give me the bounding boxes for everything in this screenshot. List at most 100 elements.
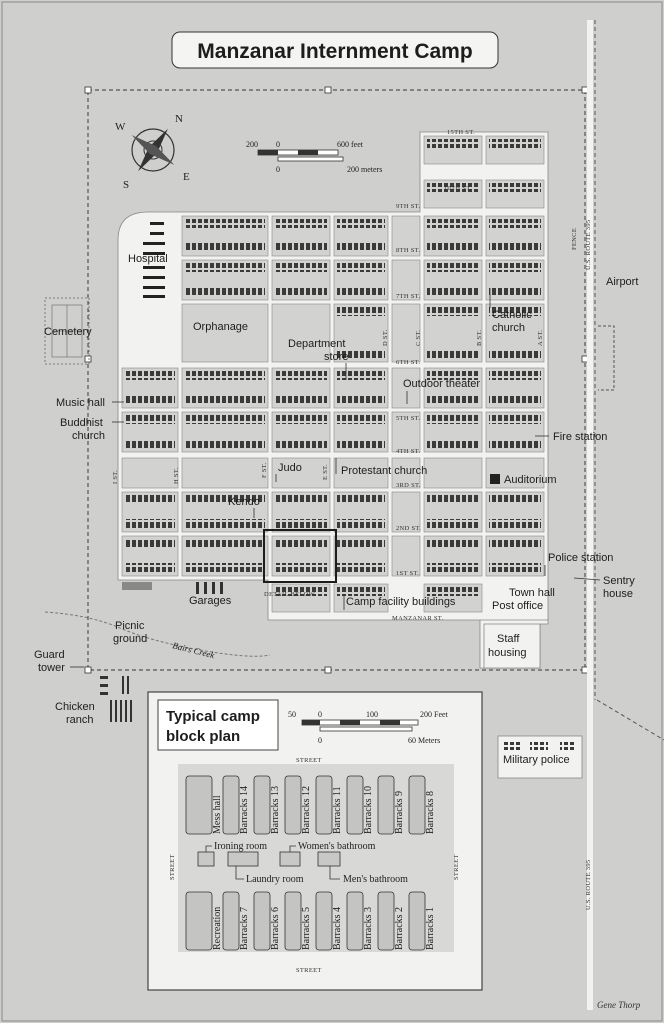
label-cemetery: Cemetery (44, 326, 92, 338)
street-labels: 15TH ST. 10TH ST. 9TH ST. 8TH ST. 7TH ST… (112, 129, 592, 910)
camp-block (391, 457, 421, 489)
inset-building-label: Barracks 6 (270, 907, 281, 950)
inset-building-label: Barracks 5 (301, 907, 312, 950)
bairs-creek-line (44, 611, 271, 657)
label-picnic-1: Picnic (115, 620, 145, 632)
label-chicken-1: Chicken (55, 701, 95, 713)
barracks-row (185, 219, 265, 228)
label-staff-2: housing (488, 647, 527, 659)
airport-outline (598, 325, 615, 391)
detail-below-box[interactable] (263, 529, 337, 583)
barracks-row (275, 539, 327, 548)
barracks-row (275, 263, 327, 272)
hospital-buildings (143, 222, 165, 298)
inset-scale-meters-end: 60 Meters (408, 736, 440, 745)
barracks-row (275, 415, 327, 424)
barracks-row (489, 243, 541, 252)
barracks-row (427, 349, 479, 358)
inset-building-label: Barracks 4 (332, 907, 343, 950)
chicken-ranch-buildings (100, 676, 132, 722)
barracks-row (275, 219, 327, 228)
street-7th: 7TH ST. (396, 293, 420, 300)
label-auditorium: Auditorium (504, 474, 557, 486)
label-buddhist-2: church (72, 430, 105, 442)
label-department-store-2: store (324, 351, 348, 363)
label-music-hall: Music hall (56, 397, 105, 409)
label-guard-tower-2: tower (38, 662, 65, 674)
scale-feet-start: 200 (246, 140, 258, 149)
barracks-row (337, 539, 385, 548)
scale-feet-end: 600 feet (337, 140, 364, 149)
barracks-row (427, 539, 479, 548)
inset-building (222, 891, 240, 951)
inset-building-label: Recreation (212, 907, 223, 950)
barracks-row (185, 395, 265, 404)
label-protestant: Protestant church (341, 465, 427, 477)
staff-housing-area (483, 623, 541, 669)
street-5th: 5TH ST. (396, 415, 420, 422)
inset-building-label: Barracks 14 (239, 786, 250, 834)
street-3rd: 3RD ST. (396, 482, 421, 489)
barracks-row (489, 439, 541, 448)
inset-scale-feet-mid: 100 (366, 710, 378, 719)
label-fire-station: Fire station (553, 431, 607, 443)
inset-building-label: Barracks 11 (332, 786, 343, 834)
barracks-row (337, 263, 385, 272)
credit: Gene Thorp (597, 1000, 641, 1010)
barracks-row (489, 415, 541, 424)
barracks-row (337, 287, 385, 296)
inset-building-label: Mess hall (212, 795, 223, 834)
label-guard-tower-1: Guard (34, 649, 65, 661)
barracks-row (185, 439, 265, 448)
label-hospital: Hospital (128, 253, 168, 265)
barracks-row (337, 219, 385, 228)
inset-street-bottom: STREET (296, 967, 322, 974)
inset-building (346, 775, 364, 835)
barracks-row (427, 371, 479, 380)
camp-block (391, 491, 421, 533)
barracks-row (337, 439, 385, 448)
place-labels: Hospital Cemetery Orphanage Department s… (34, 253, 638, 766)
label-camp-facility: Camp facility buildings (346, 596, 456, 608)
barracks-row (275, 563, 327, 572)
barracks-row (125, 415, 175, 424)
barracks-row (337, 243, 385, 252)
inset-scale-feet-end: 200 Feet (420, 710, 449, 719)
barracks-row (185, 519, 265, 528)
garages-buildings (122, 582, 223, 594)
inset-street-right: STREET (453, 854, 460, 880)
camp-block (391, 215, 421, 257)
inset-building-label: Barracks 12 (301, 786, 312, 834)
barracks-row (125, 495, 175, 504)
barracks-row (489, 139, 541, 148)
barracks-row (489, 219, 541, 228)
barracks-row (489, 495, 541, 504)
label-judo: Judo (278, 462, 302, 474)
route-label-top: U.S. ROUTE 395 (585, 220, 592, 270)
barracks-row (489, 519, 541, 528)
inset-building (377, 891, 395, 951)
label-sentry-1: Sentry (603, 575, 635, 587)
inset-title-1: Typical camp (166, 708, 260, 725)
barracks-row (125, 519, 175, 528)
camp-block (423, 457, 483, 489)
inset-building-label: Barracks 2 (394, 907, 405, 950)
street-b: B ST. (476, 330, 483, 346)
inset-building (284, 775, 302, 835)
auditorium-building (490, 474, 500, 484)
barracks-row (489, 395, 541, 404)
label-post-office: Post office (492, 600, 543, 612)
inset-block-plan: Typical camp block plan 50 0 100 200 Fee… (147, 691, 483, 991)
inset-building (222, 775, 240, 835)
barracks-row (185, 287, 265, 296)
label-garages: Garages (189, 595, 232, 607)
inset-service-leaders (205, 845, 340, 880)
military-police-area (497, 735, 583, 779)
barracks-row (427, 219, 479, 228)
camp-block (391, 259, 421, 301)
barracks-row (275, 519, 327, 528)
scale-feet-zero: 0 (276, 140, 280, 149)
